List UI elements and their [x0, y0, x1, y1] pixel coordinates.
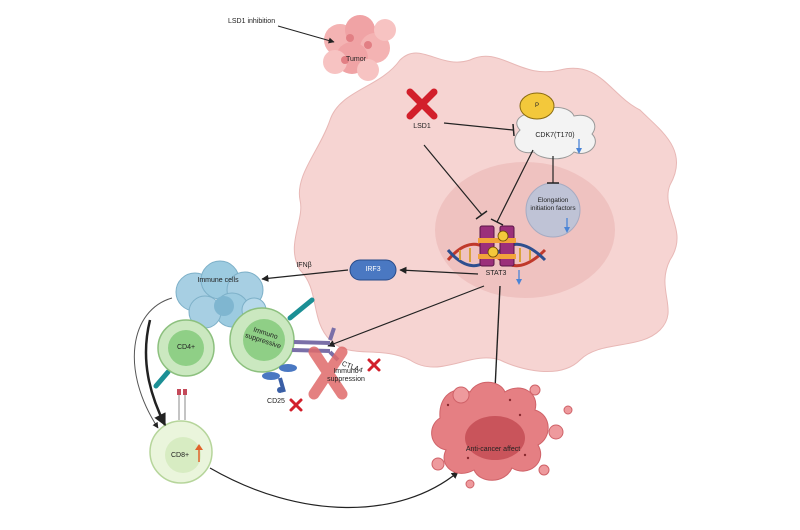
tumor-cluster: [323, 15, 396, 81]
dying-tumor-cell: [431, 381, 573, 489]
immune-cells-cluster: [175, 260, 267, 329]
label-irf3: IRF3: [365, 266, 381, 273]
label-immune-cells: Immune cells: [197, 277, 239, 284]
phosphate-yellow-icon: [519, 92, 555, 120]
inhibit-lsd1-cdk7: [443, 122, 514, 131]
inhibit-bar-cdk7: [512, 123, 515, 137]
down-arrow-icon-elongation: [564, 218, 570, 233]
arrow-cd4-to-cd8: [144, 319, 167, 427]
label-phosphate: P: [534, 103, 540, 109]
label-cd4: CD4+: [176, 344, 196, 351]
arrow-stat3-immunosuppressive: [327, 285, 485, 348]
label-immunosuppression: Immuno suppression: [327, 368, 365, 383]
label-cd25: CD25: [267, 398, 285, 405]
arrow-lsd1-inhibition-to-tumor: [277, 25, 335, 44]
label-lsd1: LSD1: [413, 123, 431, 130]
arrow-stat3-irf3: [399, 266, 479, 275]
down-arrow-icon-stat3: [516, 270, 522, 285]
inhibit-cdk7-stat3: [496, 149, 534, 223]
label-cdk7: CDK7(T170): [535, 132, 575, 139]
cd25-receptor: [262, 364, 297, 393]
nucleus: [435, 162, 615, 298]
label-stat3: STAT3: [485, 270, 507, 277]
inhibit-bar-stat3-a: [475, 210, 488, 220]
label-anticancer: Anti-cancer affect: [465, 446, 521, 453]
arrow-irf3-immune: [261, 269, 349, 282]
label-ifn-beta: IFNβ: [296, 262, 312, 269]
label-lsd1-inhibition: LSD1 inhibition: [228, 18, 276, 25]
label-elongation-factors: Elongation initiation factors: [530, 197, 576, 212]
cd8-nucleus: [165, 437, 201, 473]
inhibit-bar-stat3-b: [490, 218, 504, 226]
down-arrow-icon-cdk7: [576, 139, 582, 154]
immunosuppression-blocked-x-icon: [308, 346, 348, 400]
up-arrow-icon: [195, 444, 203, 462]
antibody-teal-icon: [153, 297, 315, 389]
cd4-nucleus: [168, 330, 204, 366]
cd8-receptor: [177, 389, 187, 420]
irf3-pill: [349, 259, 397, 281]
arrow-immune-to-cd8: [133, 297, 173, 429]
immunosuppressive-nucleus: [243, 319, 285, 361]
label-cd8: CD8+: [170, 452, 190, 459]
label-tumor: Tumor: [346, 56, 366, 63]
arrow-cd8-to-anticancer: [209, 467, 459, 509]
stat3-dimer: [478, 225, 516, 267]
lsd1-inhibited-x-icon: [406, 88, 438, 120]
cd25-blocked-x-icon: [289, 398, 303, 412]
inhibit-lsd1-stat3: [423, 144, 483, 216]
ctla4-blocked-x-icon: [367, 358, 381, 372]
